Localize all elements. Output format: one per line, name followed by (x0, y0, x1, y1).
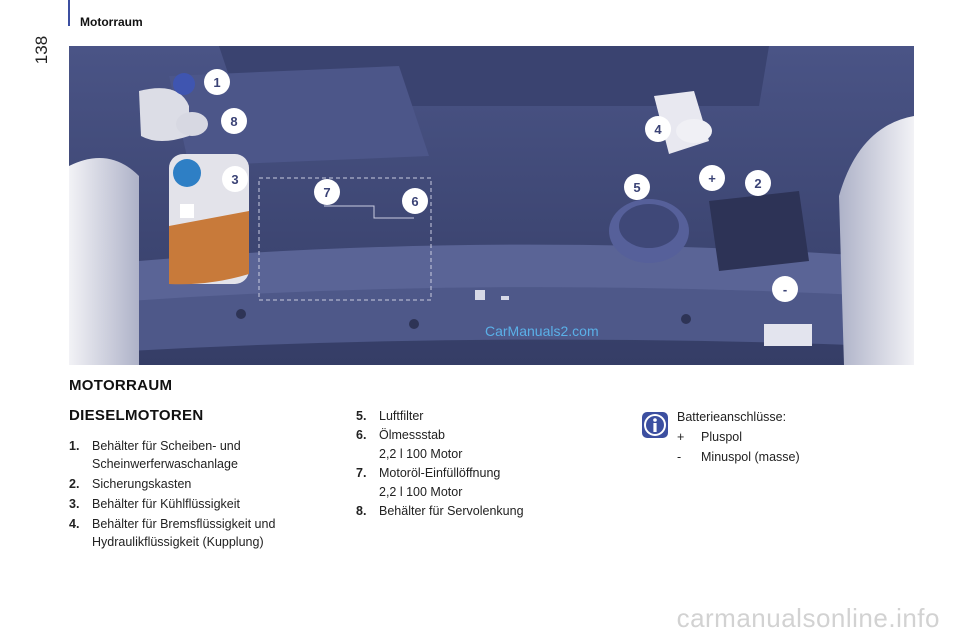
section-marker (68, 0, 70, 26)
list-item: 4. Behälter für Bremsflüssigkeit und Hyd… (69, 515, 319, 551)
engine-bay-illustration: 1 8 3 7 6 5 4 + 2 - (69, 46, 914, 365)
item-number: 7. (356, 466, 367, 480)
item-text: Sicherungskasten (92, 477, 192, 491)
sub-title: DIESELMOTOREN (69, 407, 204, 424)
list-item: 5. Luftfilter (356, 407, 596, 425)
item-text: 2,2 l 100 Motor (379, 485, 463, 499)
item-number: 3. (69, 497, 80, 511)
list-item: 2,2 l 100 Motor (356, 445, 596, 463)
list-item: 6. Ölmessstab (356, 426, 596, 444)
callout-8: 8 (230, 114, 237, 129)
item-text: Behälter für Servolenkung (379, 504, 524, 518)
illustration-watermark: CarManuals2.com (485, 323, 599, 339)
list-item: 2. Sicherungskasten (69, 475, 319, 493)
component-list-middle: 5. Luftfilter 6. Ölmessstab 2,2 l 100 Mo… (356, 407, 596, 521)
callout-4: 4 (654, 122, 662, 137)
list-item: 3. Behälter für Kühlflüssigkeit (69, 495, 319, 513)
info-row: + Pluspol (677, 427, 800, 447)
list-item: 7. Motoröl-Einfüllöffnung (356, 464, 596, 482)
item-number (356, 445, 379, 463)
callout-minus: - (783, 282, 787, 297)
pole-symbol: + (677, 430, 685, 444)
main-title: MOTORRAUM (69, 377, 173, 394)
pole-symbol: - (677, 450, 682, 464)
list-item: 1. Behälter für Scheiben- und Scheinwerf… (69, 437, 319, 473)
item-text: Motoröl-Einfüllöffnung (379, 466, 501, 480)
callout-2: 2 (754, 176, 761, 191)
item-text: Ölmessstab (379, 428, 445, 442)
info-icon (642, 412, 668, 438)
item-text: 2,2 l 100 Motor (379, 447, 463, 461)
pole-text: Minuspol (masse) (701, 450, 800, 464)
callout-1: 1 (213, 75, 220, 90)
pole-text: Pluspol (701, 430, 742, 444)
item-text: Behälter für Scheiben- und Scheinwerferw… (92, 439, 241, 471)
callout-plus: + (708, 171, 716, 186)
info-row: - Minuspol (masse) (677, 447, 800, 467)
page-number: 138 (32, 35, 51, 65)
item-number: 5. (356, 409, 367, 423)
list-item: 2,2 l 100 Motor (356, 483, 596, 501)
item-number: 4. (69, 517, 80, 531)
section-header: Motorraum (80, 15, 143, 29)
item-number (356, 483, 379, 501)
component-list-left: 1. Behälter für Scheiben- und Scheinwerf… (69, 437, 319, 553)
callout-5: 5 (633, 180, 640, 195)
item-number: 6. (356, 428, 367, 442)
item-text: Behälter für Bremsflüssigkeit und Hydrau… (92, 517, 276, 549)
item-number: 2. (69, 477, 80, 491)
item-text: Luftfilter (379, 409, 424, 423)
battery-info: Batterieanschlüsse: + Pluspol - Minuspol… (677, 407, 800, 467)
callout-3: 3 (231, 172, 238, 187)
item-text: Behälter für Kühlflüssigkeit (92, 497, 240, 511)
list-item: 8. Behälter für Servolenkung (356, 502, 596, 520)
item-number: 8. (356, 504, 367, 518)
callout-7: 7 (323, 185, 330, 200)
item-number: 1. (69, 439, 80, 453)
callout-6: 6 (411, 194, 418, 209)
info-heading: Batterieanschlüsse: (677, 410, 787, 424)
footer-watermark: carmanualsonline.info (676, 603, 940, 633)
